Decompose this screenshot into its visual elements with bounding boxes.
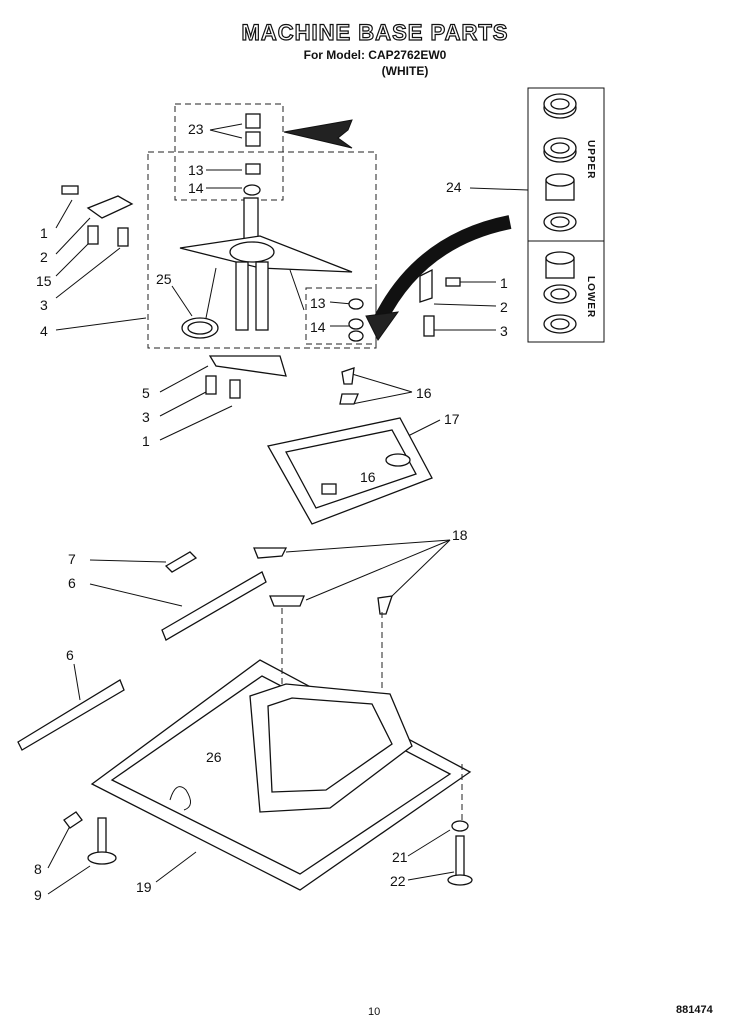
- cabinet-frame: [266, 367, 433, 525]
- parts-panel: [527, 87, 605, 343]
- callout-26: 26: [206, 749, 222, 765]
- leveling-feet: [63, 811, 473, 886]
- bearing-icons: [543, 93, 577, 334]
- callout-16-lower: 16: [360, 469, 376, 485]
- model-number: For Model: CAP2762EW0: [303, 48, 447, 62]
- callout-16: 16: [416, 385, 432, 401]
- callout-22: 22: [390, 873, 406, 889]
- direction-arrow-top: [283, 119, 353, 149]
- callout-7: 7: [68, 551, 76, 567]
- callout-8: 8: [34, 861, 42, 877]
- callout-24: 24: [446, 179, 462, 195]
- callout-5: 5: [142, 385, 150, 401]
- callout-1-right: 1: [500, 275, 508, 291]
- callout-6-lower: 6: [66, 647, 74, 663]
- callout-2: 2: [40, 249, 48, 265]
- callout-6: 6: [68, 575, 76, 591]
- callout-3-right: 3: [500, 323, 508, 339]
- callout-19: 19: [136, 879, 152, 895]
- callout-14-inner: 14: [310, 319, 326, 335]
- callout-18: 18: [452, 527, 468, 543]
- spring-and-rails: [17, 547, 393, 751]
- direction-arrow-curved: [373, 215, 512, 324]
- page-number: 10: [368, 1006, 381, 1018]
- callout-21: 21: [392, 849, 408, 865]
- callout-13-inner: 13: [310, 295, 326, 311]
- callout-3: 3: [40, 297, 48, 313]
- callout-17: 17: [444, 411, 460, 427]
- callout-25: 25: [156, 271, 172, 287]
- callout-9: 9: [34, 887, 42, 903]
- transmission-assembly: [179, 197, 353, 339]
- base-frame: [90, 608, 472, 891]
- callout-14: 14: [188, 180, 204, 196]
- callout-1-lower: 1: [142, 433, 150, 449]
- callout-13: 13: [188, 162, 204, 178]
- callout-23: 23: [188, 121, 204, 137]
- color-label: (WHITE): [381, 64, 429, 78]
- fastener-parts: [61, 113, 461, 399]
- detail-box-main: [147, 151, 377, 349]
- page-title: MACHINE BASE PARTS: [241, 19, 509, 45]
- callout-4: 4: [40, 323, 48, 339]
- callout-1: 1: [40, 225, 48, 241]
- callout-2-right: 2: [500, 299, 508, 315]
- document-id: 881474: [676, 1004, 713, 1016]
- lower-label: LOWER: [585, 276, 596, 319]
- callout-15: 15: [36, 273, 52, 289]
- callout-3-lower: 3: [142, 409, 150, 425]
- upper-label: UPPER: [585, 140, 596, 180]
- detail-box-inner: [305, 287, 377, 345]
